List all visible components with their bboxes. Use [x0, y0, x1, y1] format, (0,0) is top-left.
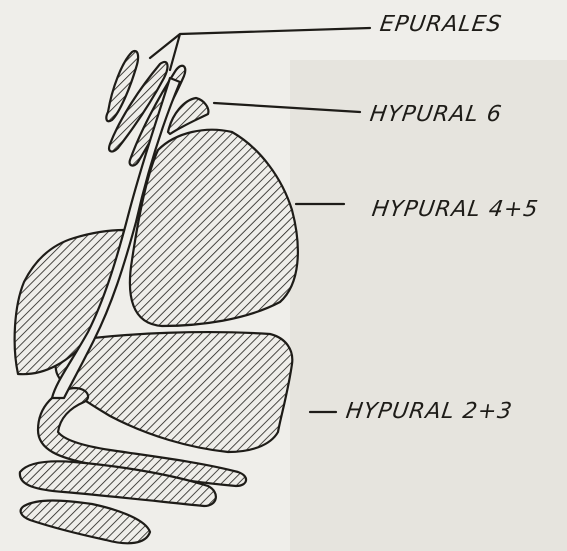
hypural-4-5-label: HYPURAL 4+5: [370, 197, 540, 222]
hypural-6-label: HYPURAL 6: [368, 102, 503, 127]
hypural-2-3-label: HYPURAL 2+3: [344, 399, 514, 424]
epurales-label: EPURALES: [378, 12, 503, 37]
